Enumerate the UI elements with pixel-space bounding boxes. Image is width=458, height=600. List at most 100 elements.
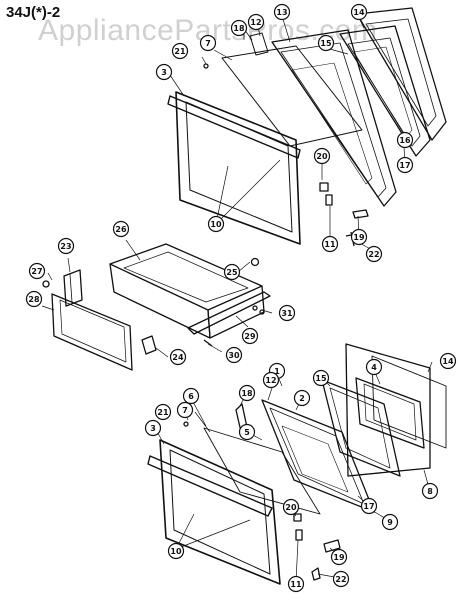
callout-circle (381, 513, 399, 531)
callout-circle (312, 369, 330, 387)
callout-25: 25 (223, 263, 241, 281)
part-29-slide-rail (187, 291, 271, 335)
part-13-door-liner (271, 29, 397, 207)
callout-label: 4 (371, 363, 377, 372)
callout-label: 15 (320, 39, 332, 48)
part-15-glass-pack (339, 25, 431, 157)
callout-label: 11 (290, 580, 302, 589)
callout-label: 20 (285, 503, 297, 512)
part-15-glass-pack-lower (321, 379, 401, 477)
callout-label: 31 (281, 309, 293, 318)
callout-18: 18 (230, 19, 248, 37)
callout-17: 17 (396, 156, 414, 174)
upper-handle (167, 95, 301, 159)
callout-circle (278, 304, 296, 322)
callout-circle (25, 290, 43, 308)
callout-27: 27 (28, 262, 46, 280)
callout-label: 22 (335, 575, 346, 584)
callout-10: 10 (207, 215, 225, 233)
callout-label: 16 (399, 136, 411, 145)
callout-label: 6 (188, 392, 194, 401)
callout-8: 8 (421, 482, 439, 500)
callout-circle (207, 215, 225, 233)
part-14-outer-panel-lower (371, 355, 447, 449)
callout-label: 30 (228, 351, 240, 360)
callout-circle (57, 237, 75, 255)
callout-28: 28 (25, 290, 43, 308)
callout-5: 5 (238, 423, 256, 441)
callout-label: 23 (60, 242, 71, 251)
callout-label: 14 (442, 357, 454, 366)
callout-20: 20 (282, 498, 300, 516)
callout-label: 10 (170, 547, 182, 556)
part-26-drawer-pan (109, 243, 263, 311)
callout-20: 20 (313, 147, 331, 165)
callout-label: 15 (315, 374, 327, 383)
callout-circle (365, 245, 383, 263)
callout-circle (396, 156, 414, 174)
callout-label: 14 (353, 8, 365, 17)
callout-label: 9 (387, 518, 393, 527)
callout-12: 12 (262, 371, 280, 389)
callout-17: 17 (360, 497, 378, 515)
callout-24: 24 (169, 348, 187, 366)
callout-circle (230, 19, 248, 37)
callout-11: 11 (287, 575, 305, 593)
callout-label: 21 (174, 47, 186, 56)
callout-circle (28, 262, 46, 280)
callout-label: 20 (316, 152, 328, 161)
callout-label: 12 (250, 18, 261, 27)
callout-7: 7 (176, 401, 194, 419)
callout-15: 15 (312, 369, 330, 387)
callout-19: 19 (350, 228, 368, 246)
part-24-bumper (141, 335, 157, 355)
callout-16: 16 (396, 131, 414, 149)
callout-circle (167, 542, 185, 560)
callout-circle (154, 403, 172, 421)
callout-circle (317, 34, 335, 52)
callout-label: 17 (363, 502, 374, 511)
callout-circle (262, 371, 280, 389)
callout-6: 6 (182, 387, 200, 405)
callout-circle (169, 348, 187, 366)
callout-22: 22 (332, 570, 350, 588)
callout-label: 21 (157, 408, 169, 417)
callout-circle (273, 3, 291, 21)
callout-label: 10 (210, 220, 222, 229)
callout-label: 29 (244, 332, 256, 341)
callout-9: 9 (381, 513, 399, 531)
part-7-glass (221, 45, 363, 147)
callout-label: 19 (353, 233, 365, 242)
callout-13: 13 (273, 3, 291, 21)
callout-label: 18 (241, 389, 253, 398)
callout-2: 2 (293, 389, 311, 407)
part-12-hinge (249, 32, 269, 56)
drawer-assembly (41, 239, 273, 371)
callout-14: 14 (350, 3, 368, 21)
callout-circle (332, 570, 350, 588)
callout-4: 4 (365, 358, 383, 376)
part-7-glass-lower (203, 427, 321, 515)
callout-12: 12 (247, 13, 265, 31)
callout-circle (238, 423, 256, 441)
callout-label: 7 (205, 39, 211, 48)
callout-label: 17 (399, 161, 410, 170)
part-14-outer-panel (356, 7, 447, 141)
callout-7: 7 (199, 34, 217, 52)
callout-circle (182, 387, 200, 405)
callout-circle (238, 384, 256, 402)
callout-11: 11 (321, 235, 339, 253)
callout-circle (144, 419, 162, 437)
callout-label: 26 (115, 225, 127, 234)
callout-label: 28 (28, 295, 40, 304)
callout-26: 26 (112, 220, 130, 238)
callout-circle (223, 263, 241, 281)
callout-23: 23 (57, 237, 75, 255)
part-23-bracket (63, 269, 83, 307)
callout-label: 12 (265, 376, 276, 385)
callout-label: 7 (182, 406, 188, 415)
callout-3: 3 (144, 419, 162, 437)
callout-circle (247, 13, 265, 31)
callout-circle (176, 401, 194, 419)
